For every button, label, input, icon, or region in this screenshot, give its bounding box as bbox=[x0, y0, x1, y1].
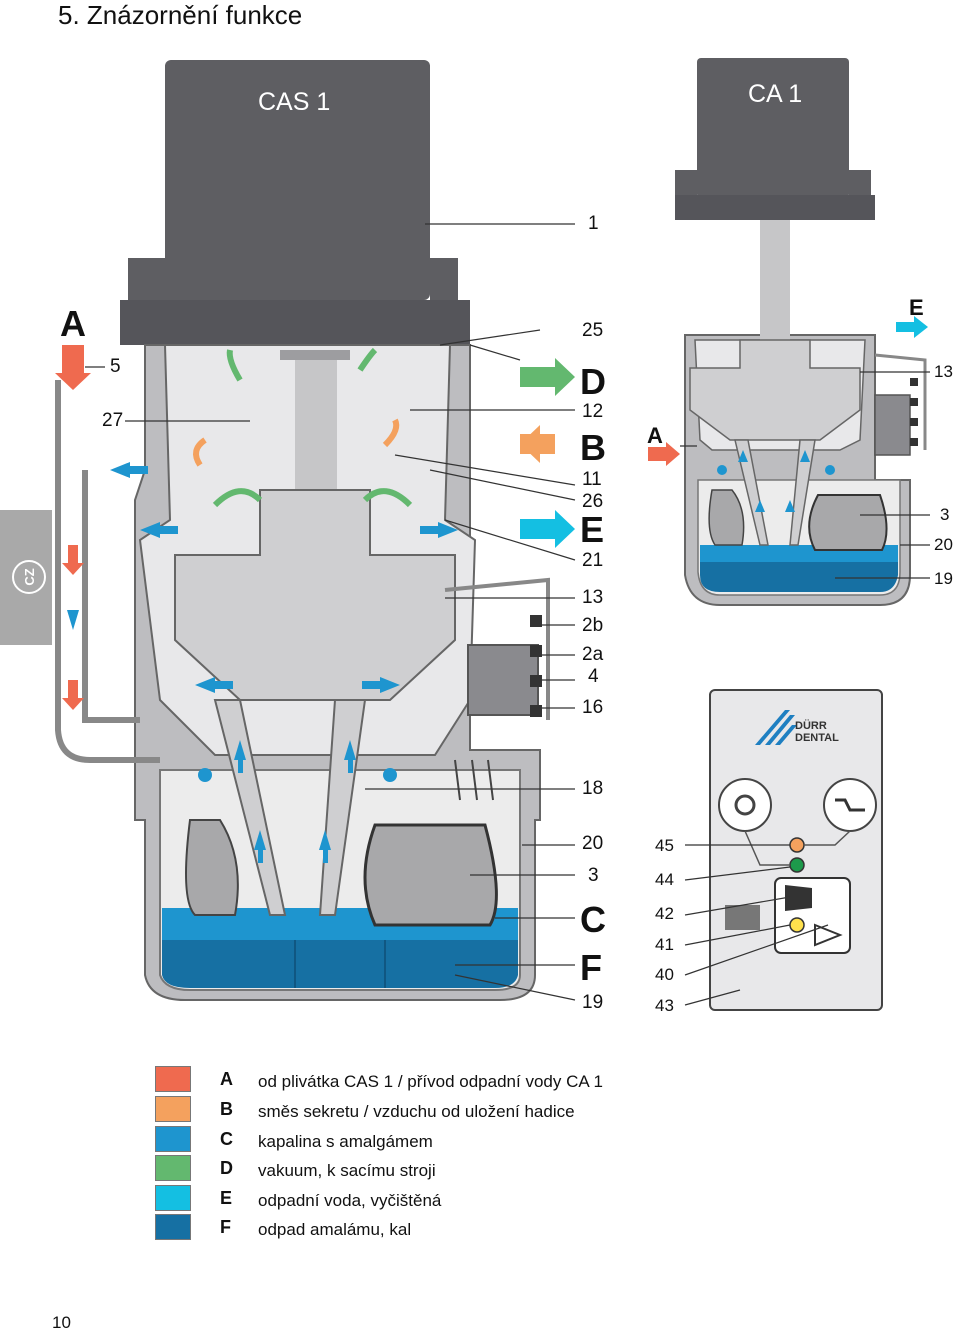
callout-number: 16 bbox=[582, 697, 604, 718]
legend-swatch bbox=[155, 1155, 191, 1181]
side-tab bbox=[0, 510, 52, 645]
callout-number: 40 bbox=[655, 965, 674, 984]
callout-letter: B bbox=[580, 427, 606, 468]
callout-number: 11 bbox=[582, 469, 602, 490]
callout-number: 27 bbox=[102, 410, 124, 431]
callout-number: 5 bbox=[110, 356, 121, 377]
legend-swatch bbox=[155, 1066, 191, 1092]
callout-number: 3 bbox=[588, 865, 599, 886]
legend-letter: E bbox=[220, 1188, 233, 1208]
callout-number: 20 bbox=[934, 535, 953, 554]
legend-swatch bbox=[155, 1185, 191, 1211]
callout-number: 42 bbox=[655, 904, 674, 923]
callout-number: 4 bbox=[588, 666, 599, 687]
legend-text: od plivátka CAS 1 / přívod odpadní vody … bbox=[258, 1072, 603, 1091]
legend-swatch bbox=[155, 1126, 191, 1152]
legend-text: odpadní voda, vyčištěná bbox=[258, 1191, 442, 1210]
callout-number: 26 bbox=[582, 491, 604, 512]
callout-number: 41 bbox=[655, 935, 674, 954]
callout-letter: E bbox=[580, 509, 605, 550]
legend-letter: D bbox=[220, 1158, 233, 1178]
legend-letter: C bbox=[220, 1129, 233, 1149]
legend-text: směs sekretu / vzduchu od uložení hadice bbox=[258, 1102, 575, 1121]
brand-logo: DÜRR DENTAL bbox=[795, 720, 839, 744]
callout-number: 25 bbox=[582, 320, 604, 341]
legend-swatch bbox=[155, 1214, 191, 1240]
page-title: 5. Znázornění funkce bbox=[58, 0, 303, 30]
callout-number: 44 bbox=[655, 870, 674, 889]
legend-letter: A bbox=[220, 1069, 233, 1089]
callout-number: 12 bbox=[582, 401, 604, 422]
callout-letter: A bbox=[60, 303, 86, 344]
callout-number: 13 bbox=[934, 362, 953, 381]
callout-number: 21 bbox=[582, 550, 604, 571]
machine-label-cas1: CAS 1 bbox=[258, 88, 331, 116]
callout-letter: F bbox=[580, 947, 602, 988]
callout-number: 1 bbox=[588, 213, 599, 234]
function-diagram bbox=[55, 58, 930, 1011]
callout-letter: C bbox=[580, 899, 606, 940]
callout-number: 43 bbox=[655, 996, 674, 1015]
legend-letter: F bbox=[220, 1217, 231, 1237]
page-number: 10 bbox=[52, 1313, 71, 1332]
machine-label-ca1: CA 1 bbox=[748, 80, 803, 108]
callout-number: 3 bbox=[940, 505, 950, 524]
callout-number: 2b bbox=[582, 615, 604, 636]
legend-text: kapalina s amalgámem bbox=[258, 1132, 433, 1151]
callout-letter: A bbox=[647, 423, 663, 448]
callout-letter: E bbox=[909, 295, 924, 320]
callout-number: 20 bbox=[582, 833, 604, 854]
callout-number: 18 bbox=[582, 778, 604, 799]
callout-number: 19 bbox=[934, 569, 953, 588]
legend-swatch bbox=[155, 1096, 191, 1122]
legend-text: vakuum, k sacímu stroji bbox=[258, 1161, 436, 1180]
callout-letter: D bbox=[580, 361, 606, 402]
callout-number: 19 bbox=[582, 992, 604, 1013]
legend-letter: B bbox=[220, 1099, 233, 1119]
callout-number: 13 bbox=[582, 587, 604, 608]
callout-number: 45 bbox=[655, 836, 674, 855]
legend-text: odpad amalámu, kal bbox=[258, 1220, 412, 1239]
callout-number: 2a bbox=[582, 644, 604, 665]
